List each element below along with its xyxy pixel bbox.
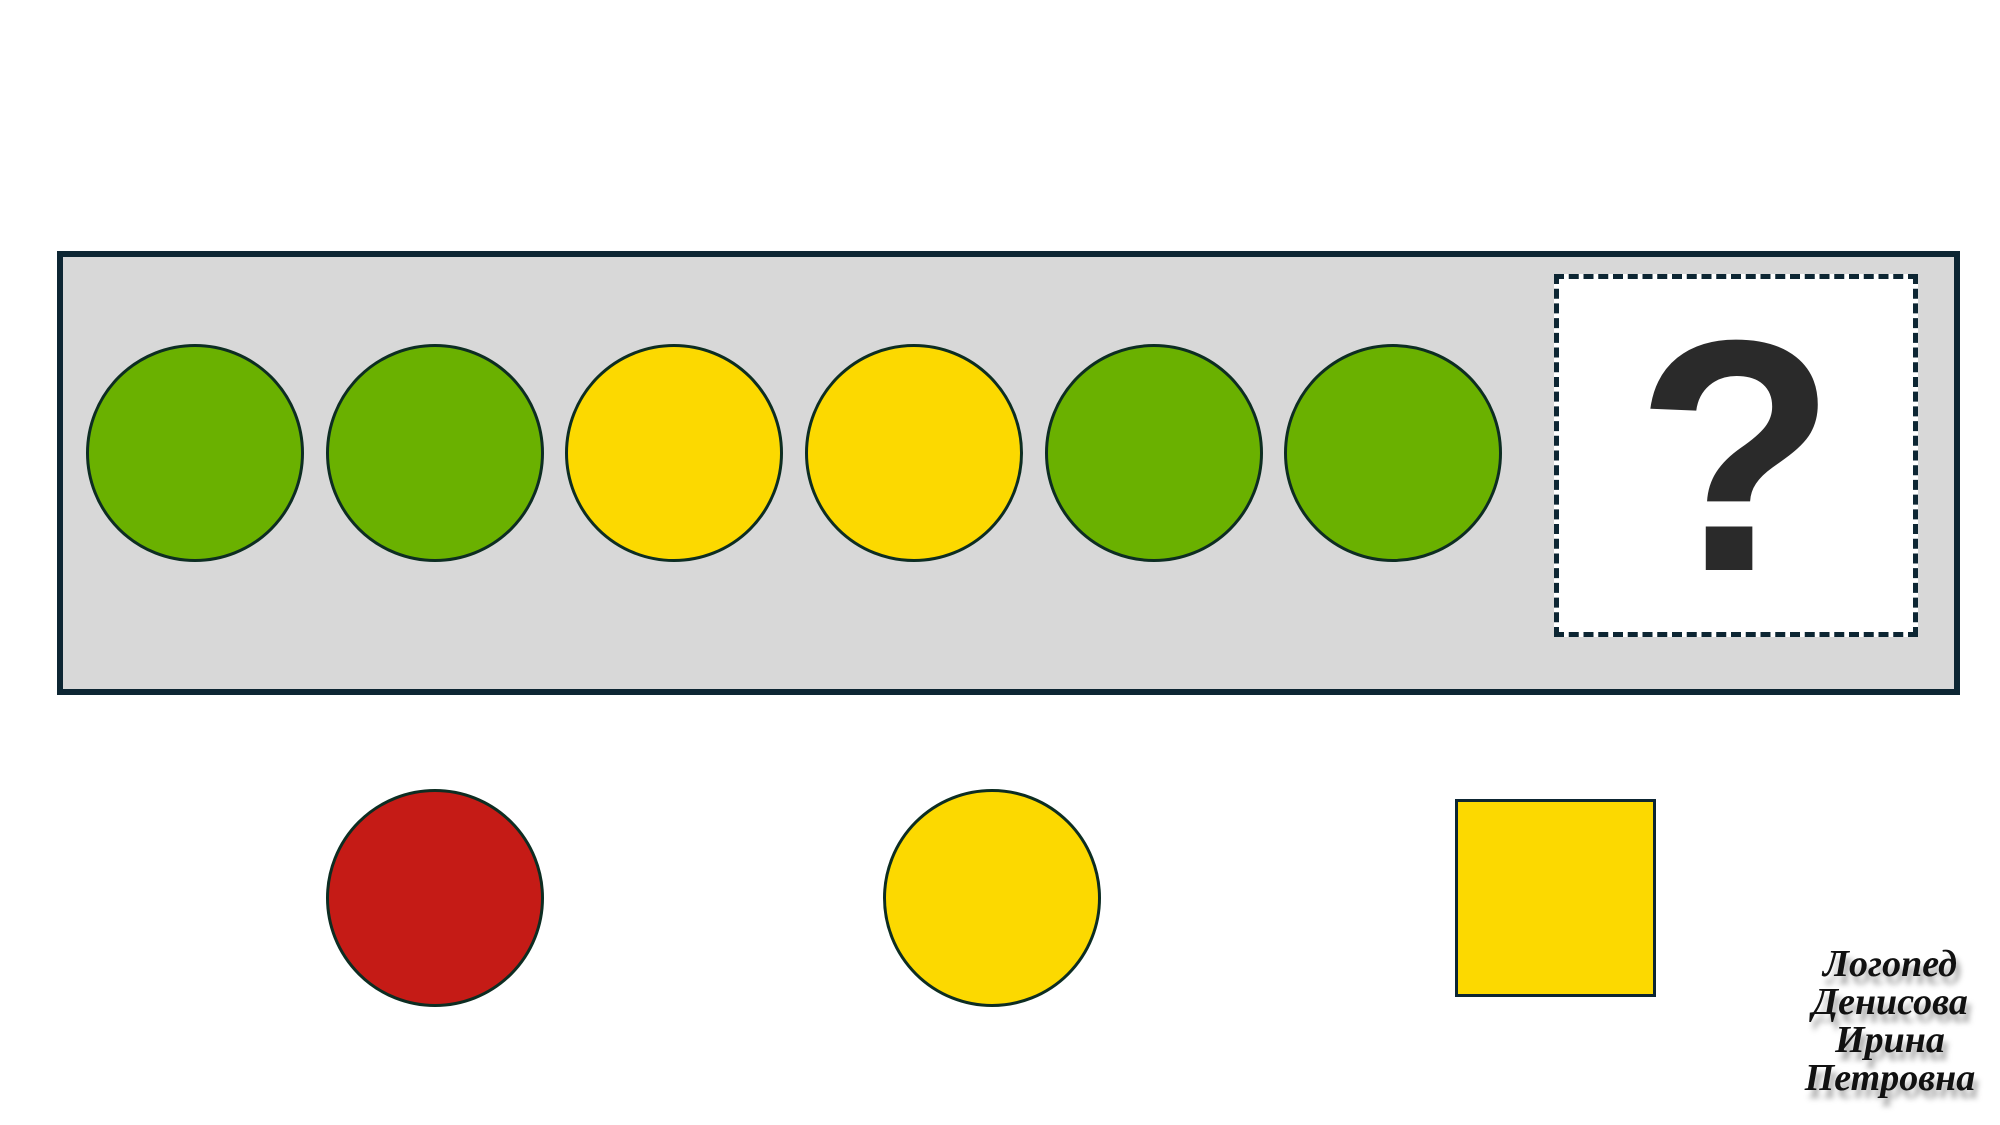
sequence-green-circle	[326, 344, 544, 562]
question-mark: ?	[1635, 270, 1837, 640]
signature-line: Петровна	[1804, 1057, 1976, 1099]
sequence-green-circle	[1284, 344, 1502, 562]
signature-line: Денисова	[1812, 981, 1968, 1023]
signature-line: Логопед	[1822, 943, 1957, 985]
sequence-yellow-circle	[565, 344, 783, 562]
option-yellow-square[interactable]	[1455, 799, 1656, 997]
sequence-green-circle	[1045, 344, 1263, 562]
sequence-green-circle	[86, 344, 304, 562]
signature-line: Ирина	[1835, 1019, 1945, 1061]
option-red-circle[interactable]	[326, 789, 544, 1007]
option-yellow-circle[interactable]	[883, 789, 1101, 1007]
answer-slot[interactable]: ?	[1554, 274, 1918, 637]
author-signature: Логопед Денисова Ирина Петровна	[1780, 945, 2000, 1097]
sequence-yellow-circle	[805, 344, 1023, 562]
